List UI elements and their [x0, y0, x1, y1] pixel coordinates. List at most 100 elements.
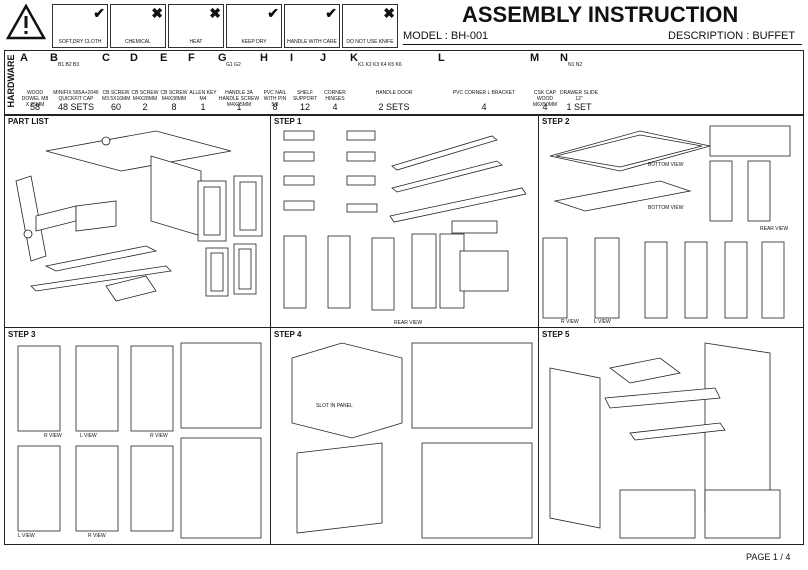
hardware-sub-labels: K1 K2 K3 K4 K5 K6	[358, 62, 402, 68]
hardware-letter: B	[50, 52, 58, 64]
hardware-desc: SHELF SUPPORT	[292, 90, 318, 102]
step2-bottom-view-1: BOTTOM VIEW	[648, 162, 684, 168]
hardware-qty: 4	[332, 102, 338, 112]
hardware-qty: 60	[110, 102, 121, 112]
hardware-letter: K	[350, 52, 358, 64]
hardware-letter: I	[290, 52, 294, 64]
hardware-sub-labels: G1 G2	[226, 62, 241, 68]
hardware-qty: 2	[142, 102, 148, 112]
step1-diagram	[283, 130, 527, 311]
step4-diagram	[291, 342, 533, 539]
step5-diagram	[549, 342, 781, 539]
grid-line-left	[4, 115, 5, 545]
step1-rear-view: REAR VIEW	[394, 320, 423, 326]
grid-line-v2	[538, 115, 539, 545]
hardware-desc: CB SCREW M4X38MM	[160, 90, 188, 102]
cross-icon: ✖	[209, 5, 221, 21]
hardware-qty: 4	[481, 102, 487, 112]
page-number: PAGE 1 / 4	[746, 552, 791, 562]
care-icon-6: DO NOT USE KNIFE ✖	[342, 4, 398, 48]
hardware-desc: CORNER HINGES	[324, 90, 346, 102]
care-icon-label: DO NOT USE KNIFE	[346, 39, 394, 45]
hardware-qty: 1	[200, 102, 206, 112]
hardware-letter: E	[160, 52, 168, 64]
header-divider	[403, 44, 802, 45]
hardware-qty: 1 SET	[566, 102, 592, 112]
hardware-sub-labels: N1 N2	[568, 62, 583, 68]
hardware-qty: 12	[299, 102, 310, 112]
hardware-qty: 1	[236, 102, 242, 112]
step2-rear-view: REAR VIEW	[760, 226, 789, 232]
page-title: ASSEMBLY INSTRUCTION	[462, 2, 739, 27]
step3-r-view-2: R VIEW	[150, 433, 168, 439]
hardware-strip	[4, 50, 804, 115]
step2-r-view: R VIEW	[561, 319, 579, 325]
care-icon-label: CHEMICAL	[125, 39, 151, 45]
step3-l-view-2: L VIEW	[18, 533, 35, 539]
hardware-letter: L	[438, 52, 445, 64]
cross-icon: ✖	[383, 5, 395, 21]
cross-icon: ✖	[151, 5, 163, 21]
hardware-item-l: L PVC CORNER L BRACKET 4	[438, 52, 530, 114]
care-icon-label: HANDLE WITH CARE	[287, 39, 337, 45]
hardware-qty: 58	[29, 102, 40, 112]
description-label: DESCRIPTION : BUFFET	[668, 30, 796, 42]
grid-line-mid	[4, 327, 804, 328]
part-list-diagram	[15, 130, 263, 302]
check-icon: ✔	[325, 5, 337, 21]
hardware-letter: A	[20, 52, 28, 64]
step2-bottom-view-2: BOTTOM VIEW	[648, 205, 684, 211]
hardware-letter: H	[260, 52, 268, 64]
step2-diagram	[542, 125, 791, 319]
care-icon-label: KEEP DRY	[241, 39, 267, 45]
hardware-letter: N	[560, 52, 568, 64]
hardware-qty: 8	[272, 102, 278, 112]
hardware-qty: 8	[171, 102, 177, 112]
care-icon-2: CHEMICAL ✖	[110, 4, 166, 48]
step3-r-view-3: R VIEW	[88, 533, 106, 539]
care-icon-label: SOFT,DRY CLOTH	[58, 39, 102, 45]
model-label: MODEL : BH-001	[403, 30, 489, 42]
step3-title: STEP 3	[8, 330, 36, 339]
warning-icon	[5, 3, 47, 40]
hardware-desc: CB SCREW M4X28MM	[131, 90, 159, 102]
step1-title: STEP 1	[274, 117, 302, 126]
hardware-letter: D	[130, 52, 138, 64]
hardware-label: HARDWARE	[6, 54, 16, 108]
hardware-letter: C	[102, 52, 110, 64]
hardware-letter: M	[530, 52, 540, 64]
step4-slot-in-panel: SLOT IN PANEL	[316, 403, 353, 409]
hardware-desc: CB SCREW M3.5X16MM	[102, 90, 131, 102]
check-icon: ✔	[93, 5, 105, 21]
step3-r-view: R VIEW	[44, 433, 62, 439]
step4-title: STEP 4	[274, 330, 302, 339]
care-icon-4: KEEP DRY ✔	[226, 4, 282, 48]
hardware-desc: PVC NAIL WITH PIN 5/8	[263, 90, 287, 108]
grid-line-top	[4, 115, 804, 116]
hardware-qty: 48 SETS	[57, 102, 95, 112]
hardware-desc: HANDLE DOOR	[375, 90, 413, 96]
hardware-desc: PVC CORNER L BRACKET	[452, 90, 516, 96]
care-icon-3: HEAT ✖	[168, 4, 224, 48]
hardware-letter: J	[320, 52, 327, 64]
hardware-desc: HANDLE 3A HANDLE SCREW M4X35MM	[218, 90, 260, 108]
step5-title: STEP 5	[542, 330, 570, 339]
hardware-desc: DRAWER SLIDE 12"	[560, 90, 598, 102]
care-icon-5: HANDLE WITH CARE ✔	[284, 4, 340, 48]
care-icon-label: HEAT	[189, 39, 203, 45]
check-icon: ✔	[267, 5, 279, 21]
step3-l-view: L VIEW	[80, 433, 97, 439]
hardware-letter: G	[218, 52, 227, 64]
hardware-qty: 2 SETS	[378, 102, 410, 112]
hardware-desc: MINIFIX 565A+2046 QUICKFIT CAP	[53, 90, 99, 102]
